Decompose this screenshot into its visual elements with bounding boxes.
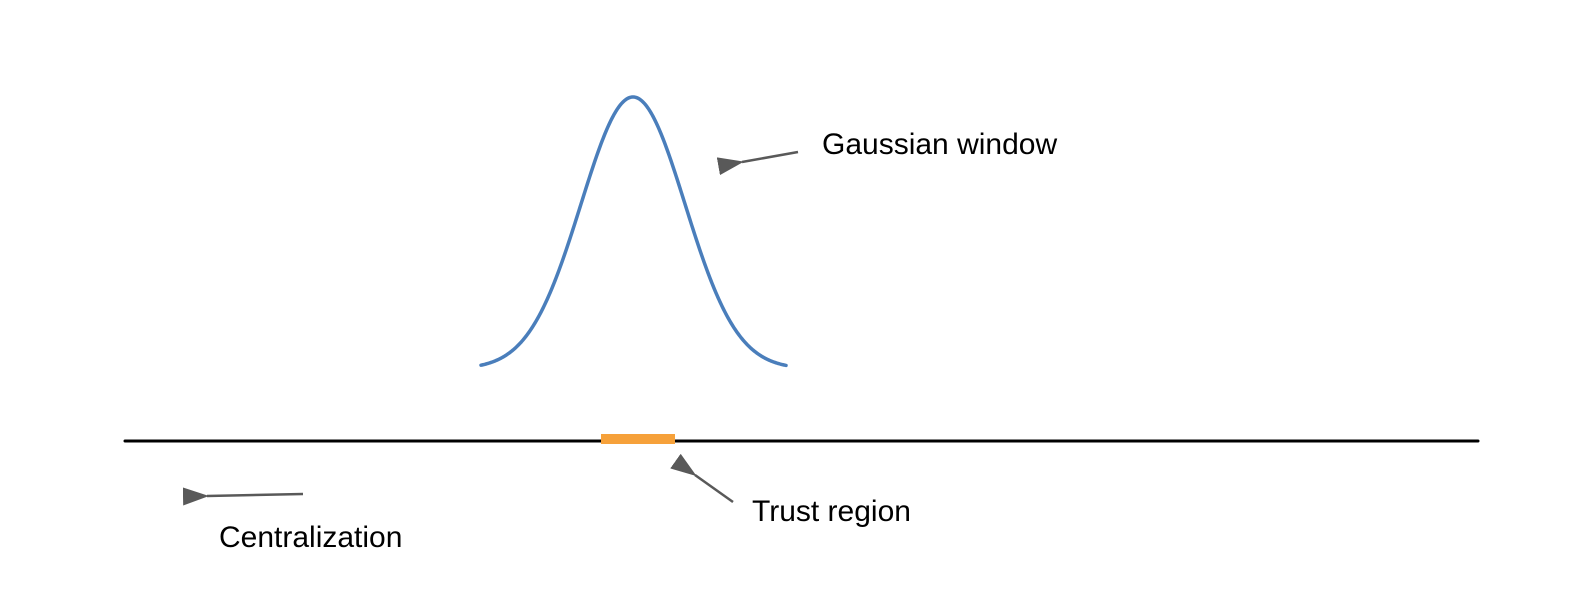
gaussian-window-arrow <box>716 150 799 176</box>
trust-region-bar <box>601 434 675 444</box>
trust-region-arrow <box>670 453 734 504</box>
trust-region-label: Trust region <box>752 495 911 528</box>
gaussian-window-label: Gaussian window <box>822 128 1058 161</box>
centralization-arrow <box>182 487 304 506</box>
centralization-label: Centralization <box>219 521 403 554</box>
gaussian-window-curve <box>479 95 788 368</box>
